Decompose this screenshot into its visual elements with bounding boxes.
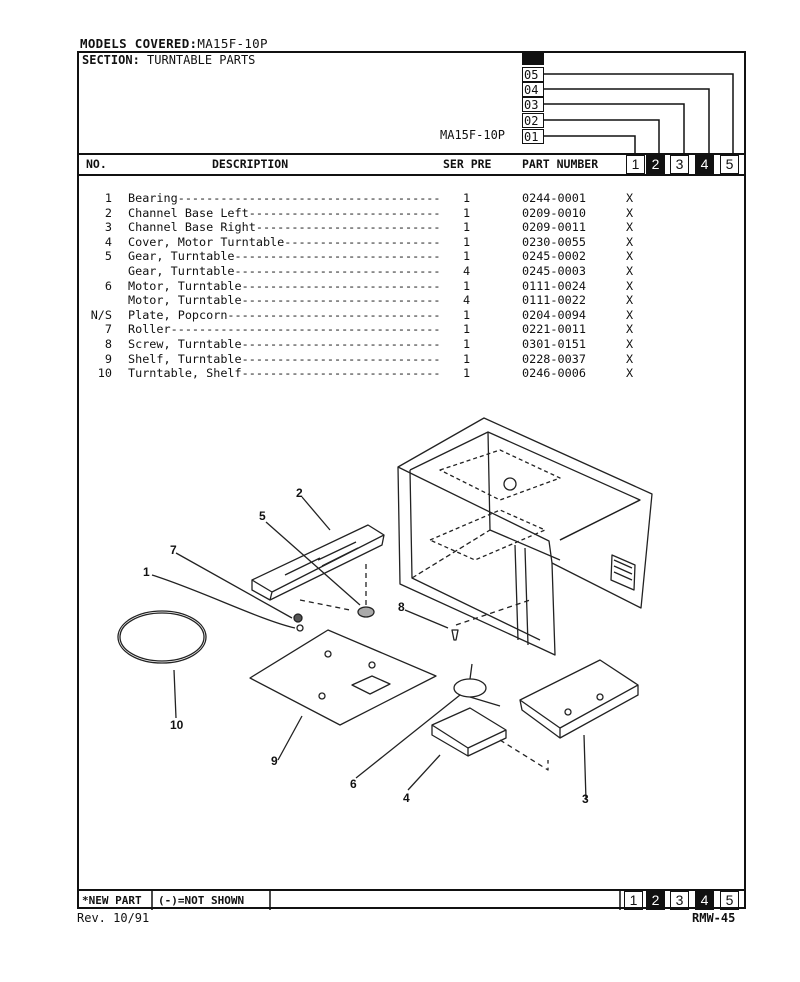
cabinet-outline [397, 417, 653, 656]
footer-digit-5: 5 [720, 891, 739, 910]
col-ser-pre: SER PRE [443, 157, 492, 171]
col-digit-2: 2 [646, 155, 665, 174]
channel-base-right [519, 659, 639, 739]
motor-cover [431, 707, 507, 757]
callout-9: 9 [271, 754, 278, 768]
channel-base-left [251, 524, 385, 601]
col-digit-3: 3 [670, 155, 689, 174]
roller [293, 613, 303, 623]
header-top-rule [77, 153, 746, 155]
callout-3: 3 [582, 792, 589, 806]
serial-code-01: 01 [522, 129, 544, 144]
cabinet-top-detail [439, 449, 561, 501]
callout-7: 7 [170, 543, 177, 557]
serial-code-03: 03 [522, 97, 544, 112]
leader-2 [301, 496, 331, 531]
serial-code-04: 04 [522, 82, 544, 97]
leader-9 [277, 715, 303, 761]
model-name: MA15F-10P [440, 128, 506, 142]
callout-6: 6 [350, 777, 357, 791]
footer-new-part: *NEW PART [82, 894, 142, 907]
revision-date: Rev. 10/91 [77, 911, 150, 925]
callout-4: 4 [403, 791, 410, 805]
channel-base-left-slots [284, 541, 359, 576]
leader-4 [407, 754, 441, 791]
col-no: NO. [86, 157, 107, 171]
leader-7 [175, 552, 293, 619]
callout-5: 5 [259, 509, 266, 523]
callout-8: 8 [398, 600, 405, 614]
cabinet-inner-floor [411, 529, 491, 579]
col-digit-1: 1 [626, 155, 645, 174]
leader-3 [583, 734, 587, 801]
col-part-number: PART NUMBER [522, 157, 599, 171]
bearing [296, 624, 304, 632]
leader-10 [173, 669, 177, 719]
footer-digit-1: 1 [624, 891, 643, 910]
footer-digit-4: 4 [695, 891, 714, 910]
document-id: RMW-45 [692, 911, 736, 925]
leader-1 [151, 574, 296, 629]
cabinet-floor-detail [429, 509, 546, 561]
turntable-screw [451, 629, 459, 641]
models-covered: MODELS COVERED:MA15F-10P [80, 36, 268, 51]
cabinet-vent [610, 554, 636, 591]
footer-digit-3: 3 [670, 891, 689, 910]
callout-10: 10 [170, 718, 184, 732]
col-digit-5: 5 [720, 155, 739, 174]
serial-code-05: 05 [522, 67, 544, 82]
page-frame [77, 51, 746, 909]
callout-2: 2 [296, 486, 303, 500]
turntable-ring [117, 610, 207, 664]
leader-8 [404, 609, 449, 629]
footer-digit-2: 2 [646, 891, 665, 910]
leader-5 [265, 521, 361, 606]
footer-not-shown: (-)=NOT SHOWN [158, 894, 245, 907]
leader-6 [355, 694, 461, 779]
cabinet-back-panel [559, 499, 641, 541]
header-bottom-rule [77, 174, 746, 176]
col-digit-4: 4 [695, 155, 714, 174]
turntable-shelf [249, 629, 437, 726]
turntable-gear [357, 606, 375, 618]
cabinet-wall-flange [514, 544, 529, 646]
col-description: DESCRIPTION [212, 157, 289, 171]
serial-code-02: 02 [522, 113, 544, 128]
section-title: SECTION: TURNTABLE PARTS [82, 53, 256, 67]
footer-rule [77, 889, 746, 891]
callout-1: 1 [143, 565, 150, 579]
